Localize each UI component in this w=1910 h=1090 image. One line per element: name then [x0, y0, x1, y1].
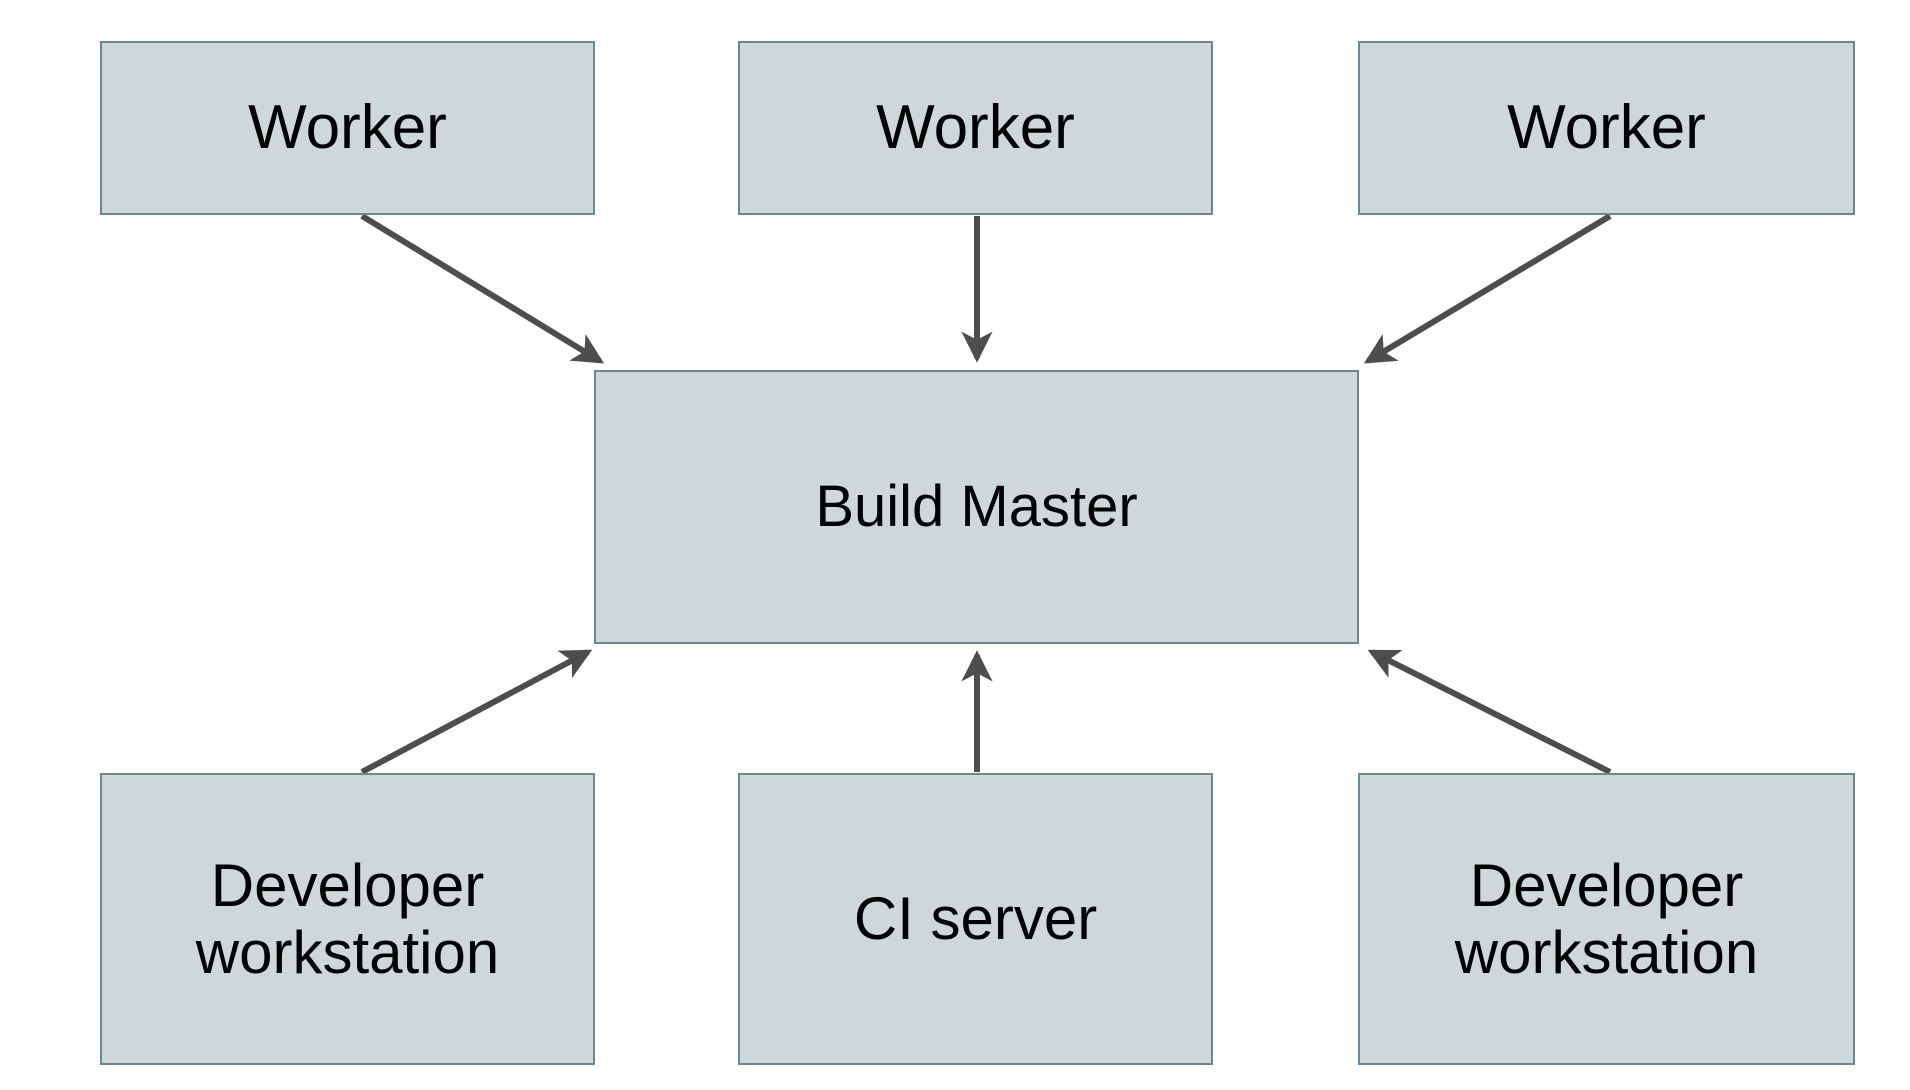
- edge-dev-ws-1-to-build-master: [360, 649, 593, 775]
- node-developer-workstation-left[interactable]: Developer workstation: [100, 773, 595, 1065]
- edge-worker-1-to-build-master: [360, 213, 605, 364]
- node-ci-server-label: CI server: [853, 885, 1098, 953]
- node-worker-1[interactable]: Worker: [100, 41, 595, 215]
- edge-worker-3-to-build-master: [1363, 213, 1612, 364]
- node-worker-3-label: Worker: [1507, 93, 1706, 163]
- node-ci-server[interactable]: CI server: [738, 773, 1213, 1065]
- node-worker-2-label: Worker: [876, 93, 1075, 163]
- node-worker-2[interactable]: Worker: [738, 41, 1213, 215]
- node-worker-1-label: Worker: [248, 93, 447, 163]
- node-build-master[interactable]: Build Master: [594, 370, 1359, 644]
- node-developer-workstation-right-label: Developer workstation: [1454, 851, 1759, 986]
- node-developer-workstation-left-label: Developer workstation: [195, 851, 500, 986]
- node-build-master-label: Build Master: [815, 473, 1138, 539]
- node-worker-3[interactable]: Worker: [1358, 41, 1855, 215]
- node-developer-workstation-right[interactable]: Developer workstation: [1358, 773, 1855, 1065]
- edge-dev-ws-2-to-build-master: [1367, 649, 1612, 775]
